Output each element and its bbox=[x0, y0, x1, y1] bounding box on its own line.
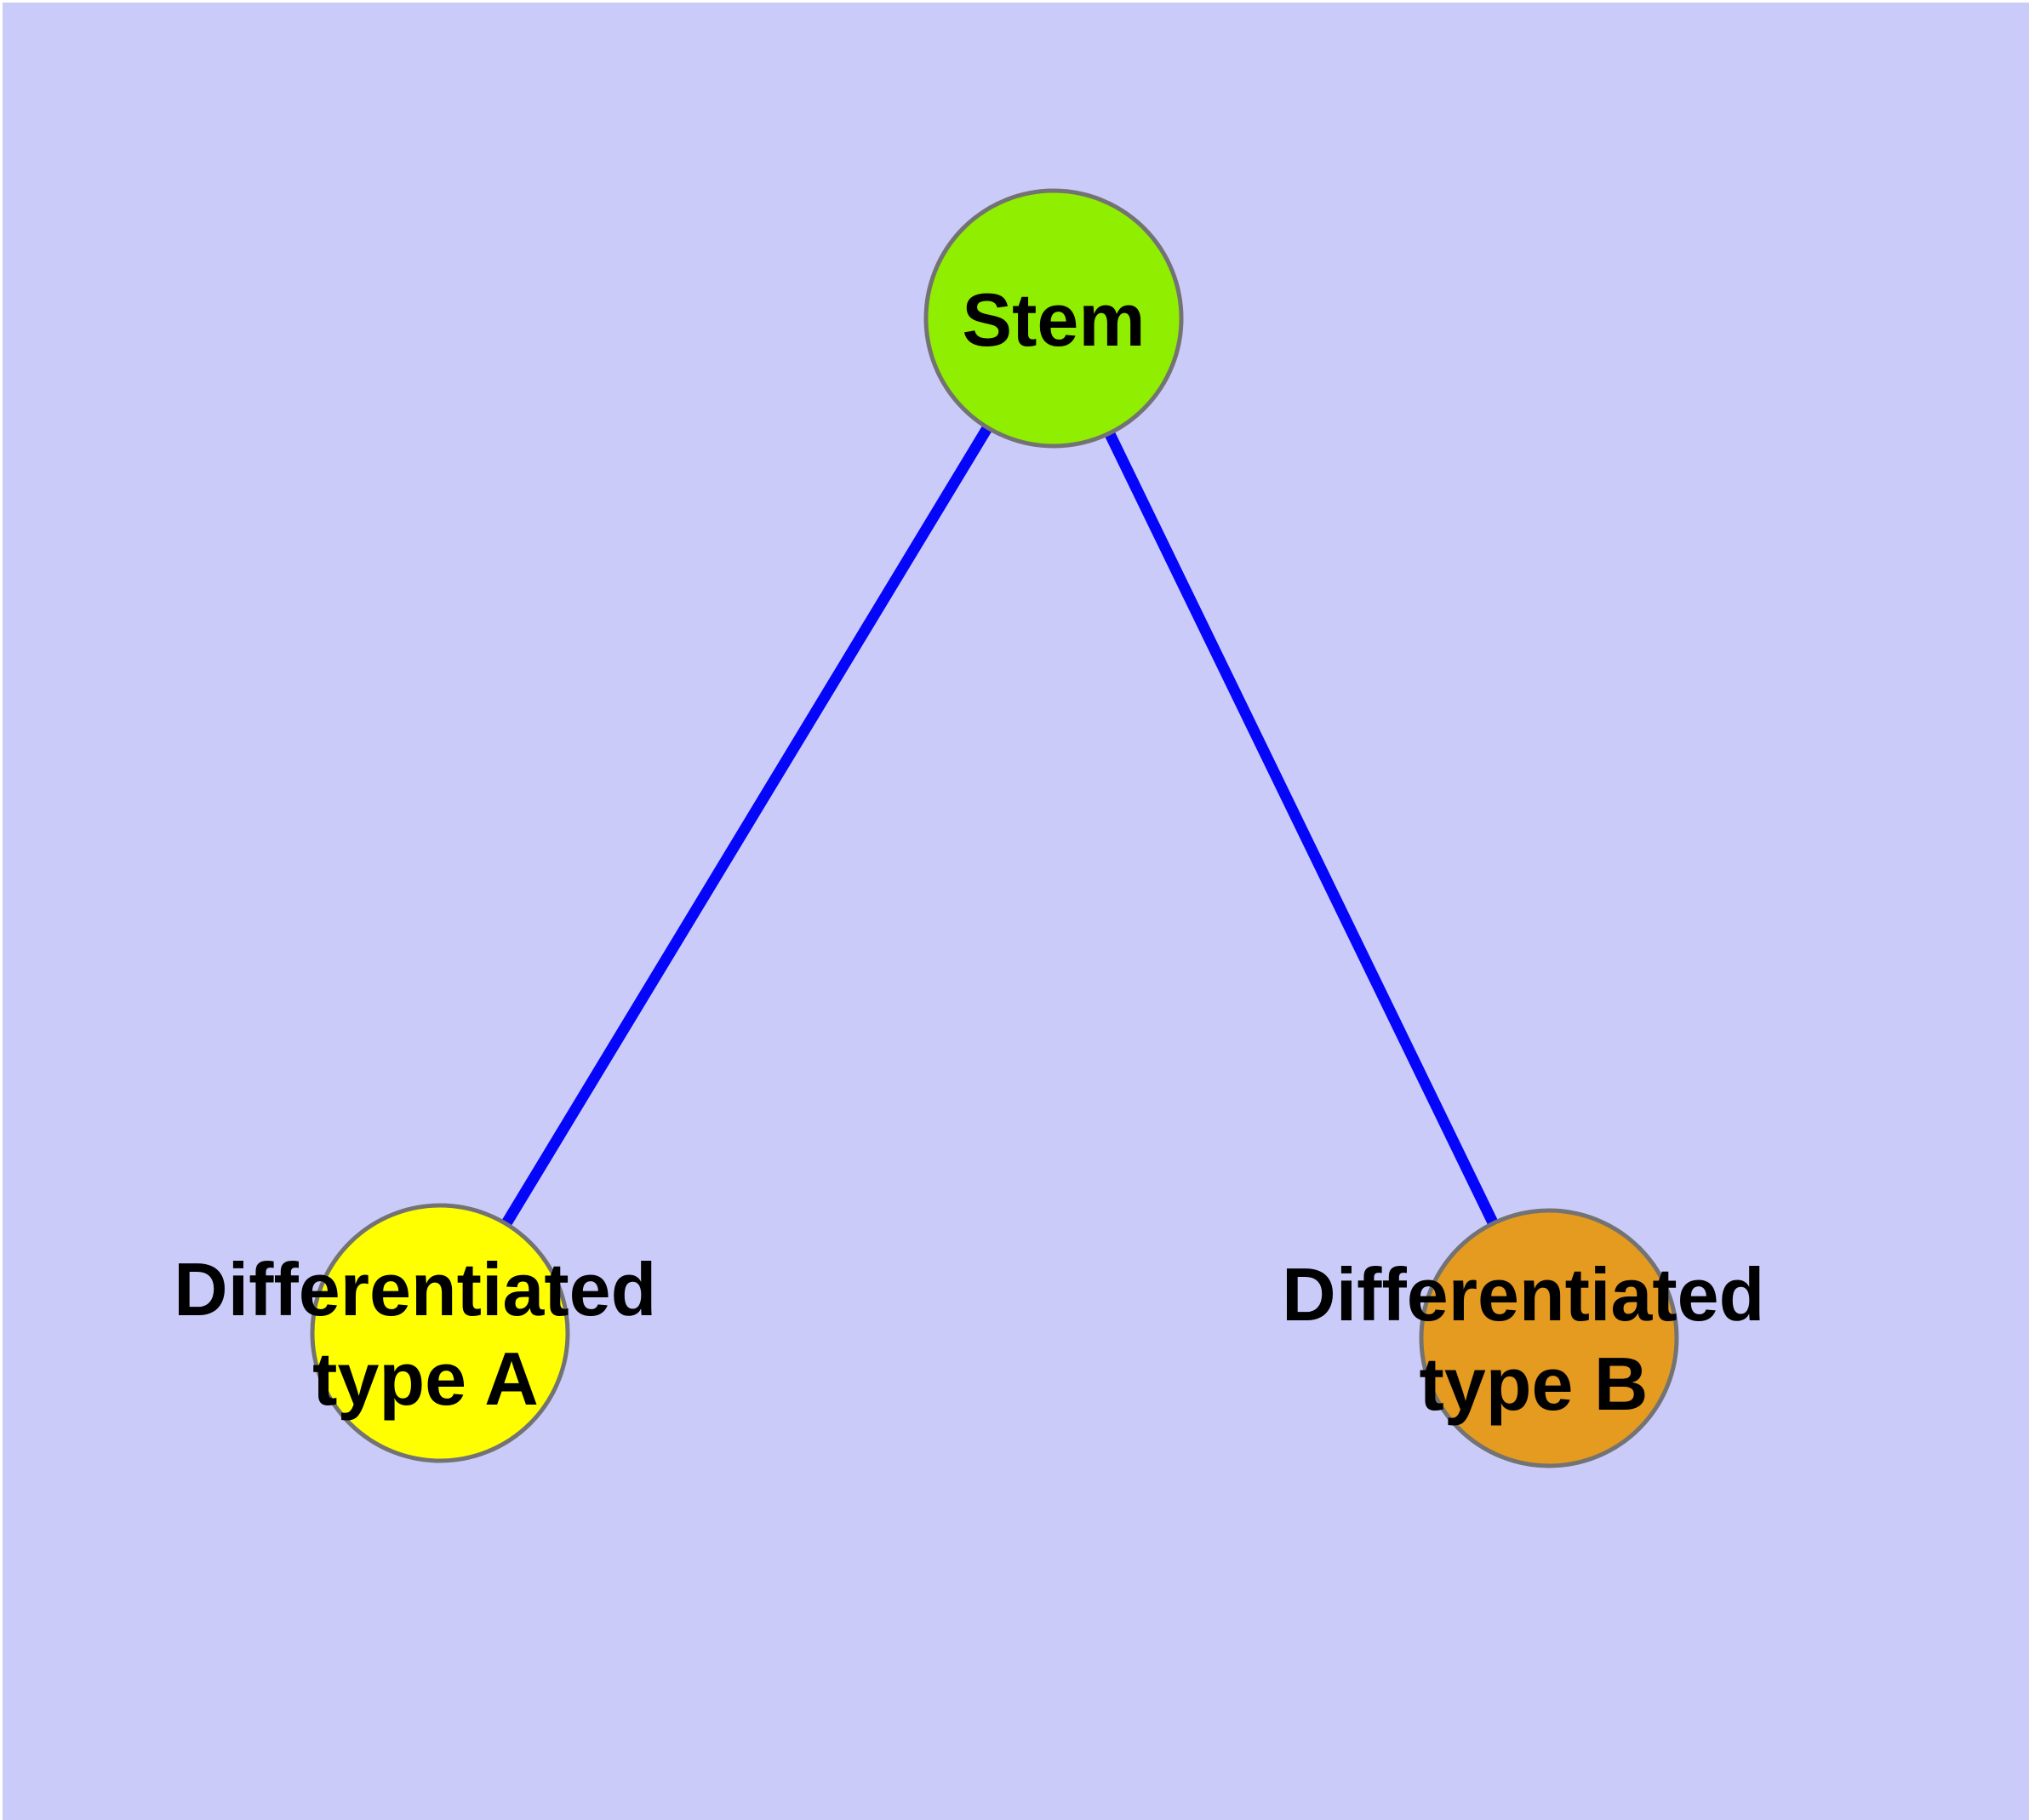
node-group bbox=[310, 188, 1679, 1468]
node-type-a-label: Differentiated type A bbox=[174, 1247, 677, 1421]
node-differentiated-type-b bbox=[1419, 1208, 1679, 1468]
window-edge-top bbox=[0, 0, 2029, 3]
node-type-b-label: Differentiated type B bbox=[1282, 1252, 1786, 1426]
window-edge-left bbox=[0, 0, 3, 1820]
label-group: Stem Differentiated type A Differentiate… bbox=[174, 278, 1786, 1426]
edge-group bbox=[435, 315, 1554, 1341]
edge-stem-to-type-b bbox=[1049, 316, 1554, 1341]
node-stem bbox=[923, 188, 1184, 449]
edge-stem-to-type-a bbox=[435, 315, 1059, 1336]
node-differentiated-type-a bbox=[310, 1203, 570, 1463]
node-stem-label: Stem bbox=[962, 278, 1145, 362]
